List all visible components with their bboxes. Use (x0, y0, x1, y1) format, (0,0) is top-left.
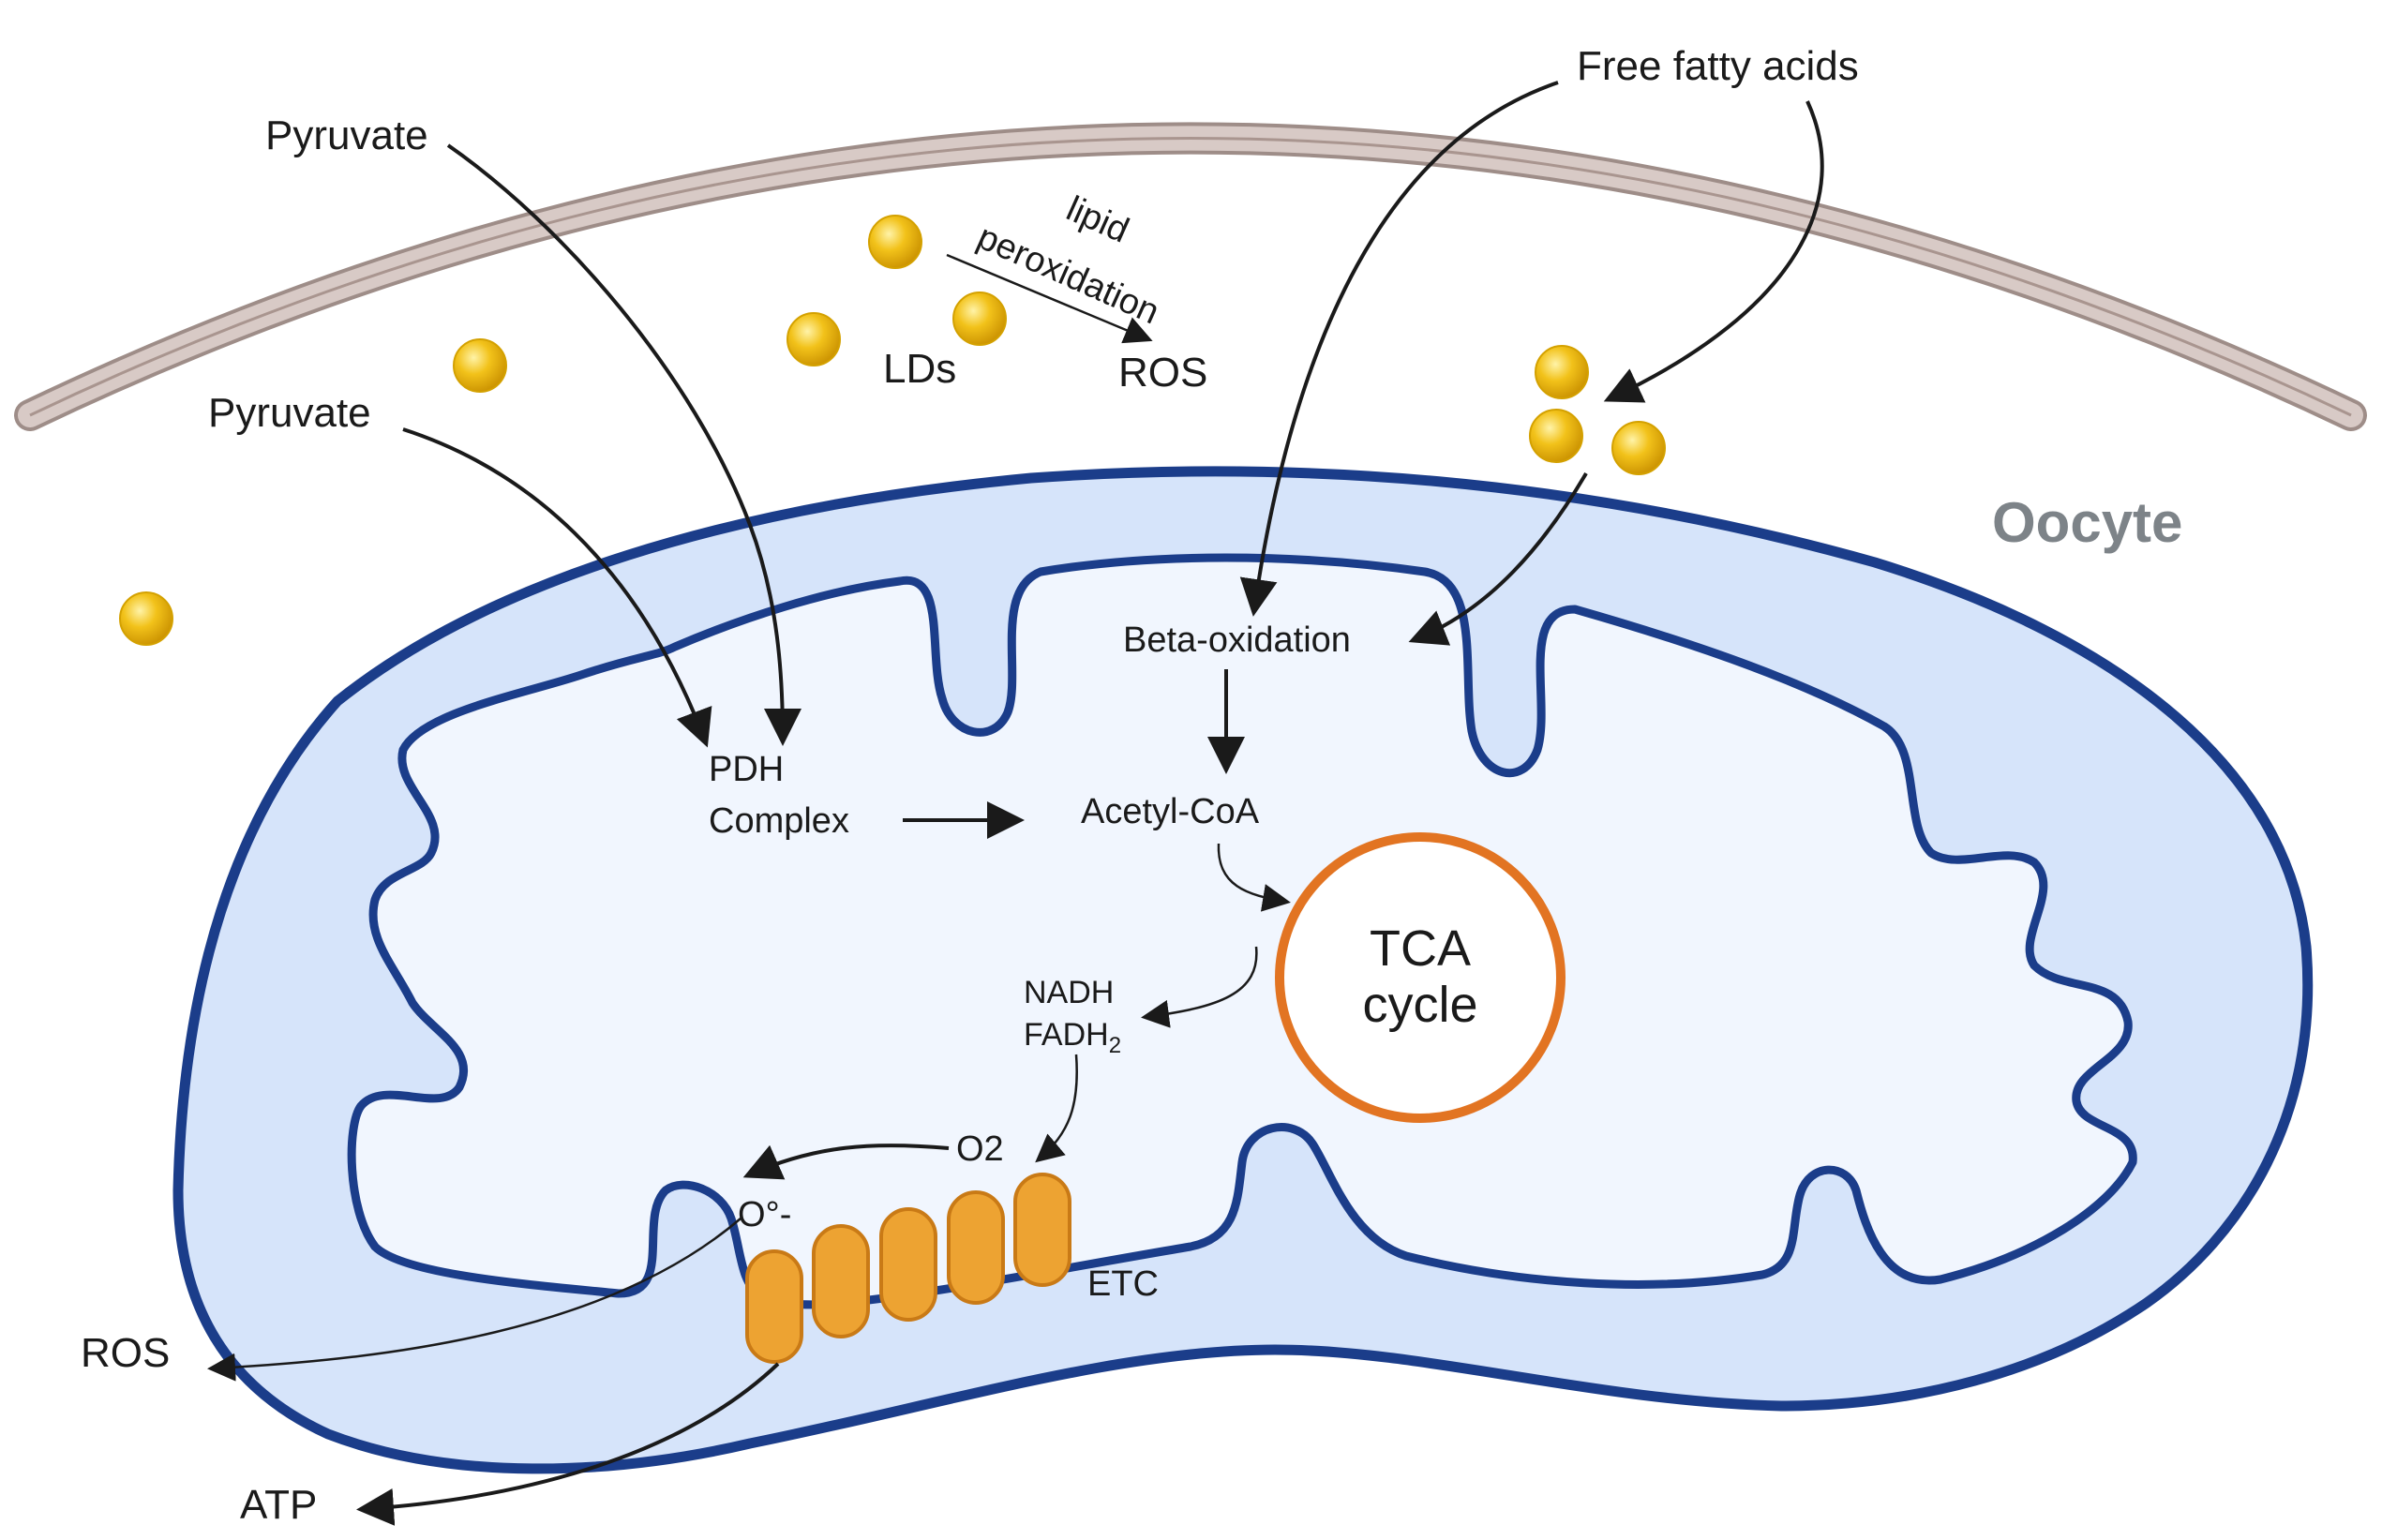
arrow-acetyl-coa-to-tca (1217, 843, 1291, 912)
pdh-label-line1: PDH (709, 750, 784, 789)
etc-complex (879, 1207, 937, 1322)
lipid-droplet (952, 292, 1007, 346)
arrow-o2-to-superoxide (742, 1144, 950, 1180)
etc-complex (745, 1249, 803, 1364)
pdh-label-line2: Complex (709, 801, 849, 841)
ros-top-label: ROS (1118, 350, 1207, 396)
lds-label: LDs (883, 346, 956, 392)
arrow-ffa-to-beta-oxidation (1239, 81, 1559, 617)
lipid-droplet (868, 215, 922, 269)
superoxide-label: O°- (738, 1195, 791, 1234)
arrow-lipid-peroxidation (946, 253, 1153, 344)
pathway-arrows (207, 81, 1824, 1526)
pyruvate-left-label: Pyruvate (208, 390, 371, 436)
lipid-droplet (787, 312, 841, 366)
arrow-pyruvate-left-to-pdh (402, 427, 712, 748)
arrow-ffa-to-lipid-droplets (1603, 100, 1824, 403)
etc-label: ETC (1087, 1264, 1159, 1304)
tca-label-line2: cycle (1362, 977, 1477, 1033)
lipid-droplet (1535, 345, 1589, 399)
arrow-nadh-to-etc (1035, 1054, 1078, 1163)
fadh2-subscript: 2 (1109, 1033, 1121, 1058)
lipid-droplet (453, 338, 507, 393)
beta-oxidation-label: Beta-oxidation (1123, 620, 1351, 660)
lipid-label: lipid (1060, 189, 1134, 251)
free-fatty-acids-label: Free fatty acids (1577, 43, 1859, 89)
lipid-droplets (119, 215, 1666, 646)
o2-label: O2 (956, 1129, 1004, 1169)
lipid-droplet (119, 591, 173, 646)
etc-complex (812, 1224, 870, 1338)
nadh-label: NADH (1024, 975, 1114, 1010)
acetyl-coa-label: Acetyl-CoA (1081, 792, 1260, 831)
arrow-etc-to-atp (356, 1362, 780, 1526)
tca-cycle-ring (1275, 832, 1566, 1123)
tca-label-line1: TCA (1370, 920, 1471, 977)
oocyte-membrane (14, 122, 2367, 431)
ros-bottom-label: ROS (81, 1330, 170, 1376)
pyruvate-top-label: Pyruvate (265, 112, 428, 158)
arrow-pyruvate-top-to-pdh (446, 143, 801, 746)
atp-label: ATP (240, 1482, 317, 1528)
lipid-droplet (1611, 421, 1666, 475)
fadh2-label: FADH2 (1024, 1017, 1121, 1058)
arrow-tca-to-nadh (1141, 946, 1258, 1028)
lipid-droplet (1529, 409, 1583, 463)
etc-complex (947, 1190, 1005, 1305)
electron-transport-chain (745, 1173, 1071, 1364)
oocyte-label: Oocyte (1992, 491, 2182, 554)
etc-complex (1013, 1173, 1071, 1287)
arrow-superoxide-to-ros (207, 1218, 742, 1382)
arrow-lds-to-beta-oxidation (1408, 471, 1588, 646)
